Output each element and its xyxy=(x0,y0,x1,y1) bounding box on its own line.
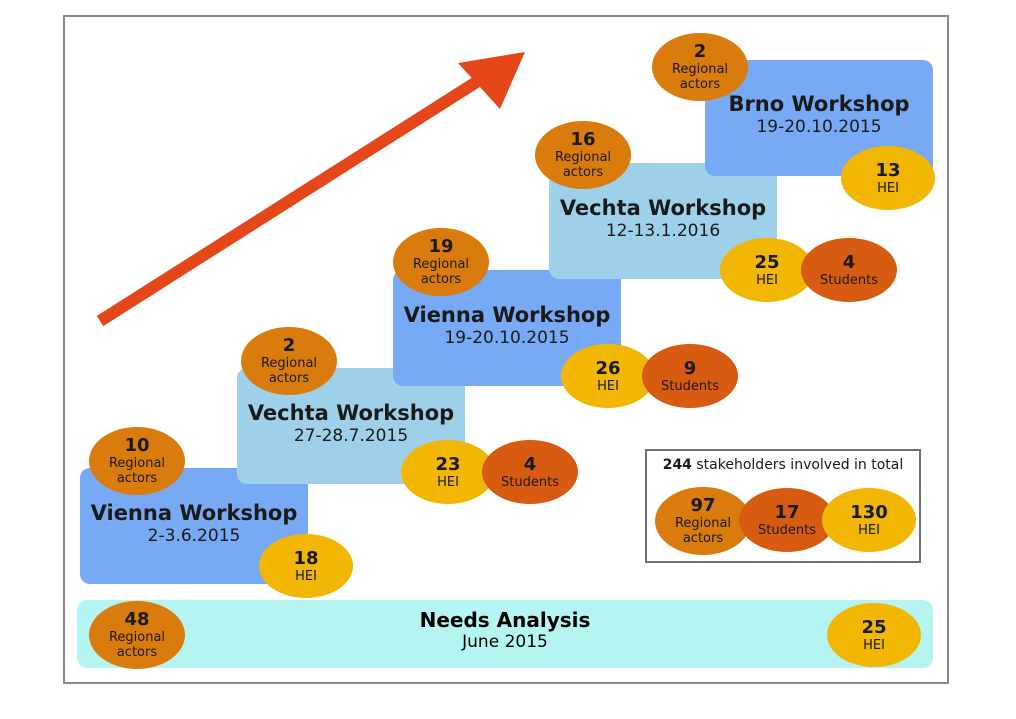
label: Students xyxy=(661,378,719,394)
label: actors xyxy=(116,645,158,660)
label: HEI xyxy=(756,272,778,288)
stage5-regional-bubble: 2 Regional actors xyxy=(652,33,748,101)
stage5-hei-bubble: 13 HEI xyxy=(841,146,935,210)
label: Students xyxy=(501,474,559,490)
label: Regional xyxy=(674,516,732,531)
stage3-regional-bubble: 19 Regional actors xyxy=(393,228,489,296)
label: Regional xyxy=(554,150,612,165)
stage-date: 2-3.6.2015 xyxy=(147,526,241,546)
count: 16 xyxy=(570,129,596,150)
totals-caption-text: stakeholders involved in total xyxy=(696,457,904,473)
label: HEI xyxy=(877,180,899,196)
needs-analysis-box: Needs Analysis June 2015 xyxy=(77,600,933,668)
count: 10 xyxy=(124,435,150,456)
needs-hei-bubble: 25 HEI xyxy=(827,603,921,667)
count: 9 xyxy=(683,357,697,379)
stage4-regional-bubble: 16 Regional actors xyxy=(535,121,631,189)
stage-date: 19-20.10.2015 xyxy=(444,328,570,348)
count: 18 xyxy=(293,547,319,569)
stage2-regional-bubble: 2 Regional actors xyxy=(241,327,337,395)
count: 25 xyxy=(861,616,887,638)
count: 13 xyxy=(875,159,901,181)
count: 17 xyxy=(774,501,800,523)
totals-count: 244 xyxy=(662,457,692,473)
total-hei-bubble: 130 HEI xyxy=(822,488,916,552)
arrow-shaft xyxy=(96,75,482,327)
stage2-hei-bubble: 23 HEI xyxy=(401,440,495,504)
label: actors xyxy=(682,531,724,546)
label: Students xyxy=(758,522,816,538)
stage-title: Vienna Workshop xyxy=(90,501,298,525)
stage-date: 27-28.7.2015 xyxy=(293,426,409,446)
needs-title: Needs Analysis xyxy=(419,608,591,632)
stage-title: Vechta Workshop xyxy=(247,401,455,425)
stage3-students-bubble: 9 Students xyxy=(642,344,738,408)
count: 2 xyxy=(282,335,296,356)
label: Regional xyxy=(108,630,166,645)
label: actors xyxy=(679,77,721,92)
needs-regional-bubble: 48 Regional actors xyxy=(89,601,185,669)
stage-title: Vechta Workshop xyxy=(559,196,767,220)
stage-date: 12-13.1.2016 xyxy=(605,221,721,241)
stage-title: Vienna Workshop xyxy=(403,303,611,327)
label: HEI xyxy=(858,522,880,538)
stage-date: 19-20.10.2015 xyxy=(756,117,882,137)
total-students-bubble: 17 Students xyxy=(739,488,835,552)
count: 48 xyxy=(124,609,150,630)
label: actors xyxy=(116,471,158,486)
stage4-hei-bubble: 25 HEI xyxy=(720,238,814,302)
label: actors xyxy=(420,272,462,287)
totals-caption: 244 stakeholders involved in total xyxy=(647,457,919,473)
label: Regional xyxy=(671,62,729,77)
label: HEI xyxy=(597,378,619,394)
stage-title: Brno Workshop xyxy=(728,92,910,116)
count: 19 xyxy=(428,236,454,257)
count: 130 xyxy=(850,501,888,523)
stage4-students-bubble: 4 Students xyxy=(801,238,897,302)
label: Regional xyxy=(412,257,470,272)
count: 25 xyxy=(754,251,780,273)
stage1-regional-bubble: 10 Regional actors xyxy=(89,427,185,495)
arrow-head xyxy=(458,52,525,109)
label: HEI xyxy=(863,637,885,653)
count: 4 xyxy=(523,453,537,475)
label: Students xyxy=(820,272,878,288)
count: 4 xyxy=(842,251,856,273)
label: actors xyxy=(562,165,604,180)
stage3-hei-bubble: 26 HEI xyxy=(561,344,655,408)
label: actors xyxy=(268,371,310,386)
label: HEI xyxy=(295,568,317,584)
count: 97 xyxy=(690,495,716,516)
stage1-hei-bubble: 18 HEI xyxy=(259,534,353,598)
label: HEI xyxy=(437,474,459,490)
label: Regional xyxy=(108,456,166,471)
total-regional-bubble: 97 Regional actors xyxy=(655,487,751,555)
count: 23 xyxy=(435,453,461,475)
count: 2 xyxy=(693,41,707,62)
needs-date: June 2015 xyxy=(462,632,548,652)
label: Regional xyxy=(260,356,318,371)
stage2-students-bubble: 4 Students xyxy=(482,440,578,504)
count: 26 xyxy=(595,357,621,379)
